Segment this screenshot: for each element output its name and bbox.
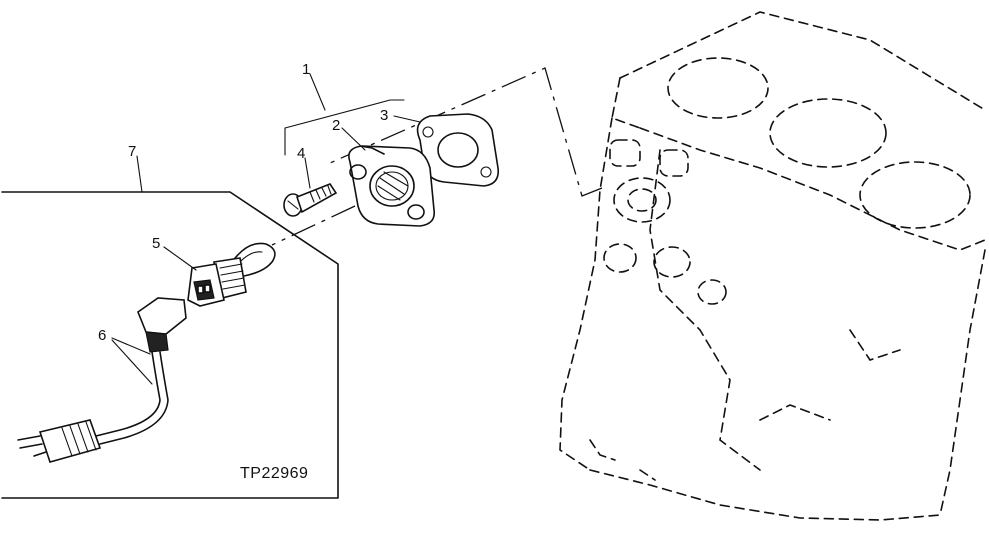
callout-5: 5 xyxy=(152,235,160,252)
engine-block xyxy=(559,11,986,521)
cap-screw-part xyxy=(283,183,338,217)
heater-cord-part xyxy=(17,297,187,463)
callout-2: 2 xyxy=(332,117,340,134)
heater-element-part xyxy=(187,242,276,307)
callout-7: 7 xyxy=(128,143,136,160)
callout-4: 4 xyxy=(297,145,305,162)
callout-6: 6 xyxy=(98,327,106,344)
gasket-part xyxy=(416,113,500,187)
callout-labels: 1 2 3 4 5 6 7 xyxy=(98,61,388,344)
callout-1: 1 xyxy=(302,61,310,78)
leader-lines xyxy=(111,73,421,385)
callout-3: 3 xyxy=(380,107,388,124)
heater-kit-boundary xyxy=(1,191,339,499)
adapter-flange-part xyxy=(348,145,436,227)
figure-id: TP22969 xyxy=(240,465,308,482)
